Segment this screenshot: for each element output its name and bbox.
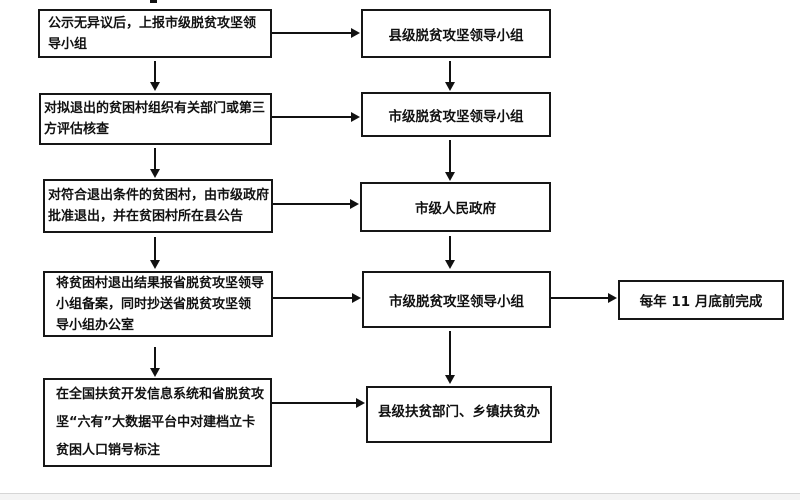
node-text-line: 市级脱贫攻坚领导小组 bbox=[388, 108, 524, 125]
down-arrow bbox=[150, 148, 160, 178]
down-arrow bbox=[150, 61, 160, 91]
node-left-3: 对符合退出条件的贫困村，由市级政府 批准退出，并在贫困村所在县公告 bbox=[43, 179, 273, 233]
right-arrow bbox=[272, 398, 365, 408]
node-right-3: 市级人民政府 bbox=[360, 182, 551, 232]
right-arrow bbox=[551, 293, 617, 303]
node-right-4: 市级脱贫攻坚领导小组 bbox=[362, 271, 551, 328]
node-right-1: 县级脱贫攻坚领导小组 bbox=[361, 9, 551, 58]
node-text-line: 对拟退出的贫困村组织有关部门或第三 bbox=[44, 101, 266, 116]
node-text-line: 批准退出，并在贫困村所在县公告 bbox=[48, 209, 244, 224]
node-text-line: 在全国扶贫开发信息系统和省脱贫攻 bbox=[56, 386, 265, 402]
node-left-1: 公示无异议后，上报市级脱贫攻坚领 导小组 bbox=[38, 9, 272, 58]
down-arrow bbox=[445, 236, 455, 269]
node-text-line: 县级脱贫攻坚领导小组 bbox=[388, 27, 524, 44]
right-arrow bbox=[272, 112, 360, 122]
node-left-5: 在全国扶贫开发信息系统和省脱贫攻 坚“六有”大数据平台中对建档立卡 贫困人口销号… bbox=[43, 378, 272, 467]
node-text-line: 导小组办公室 bbox=[56, 317, 135, 333]
down-arrow bbox=[445, 61, 455, 91]
down-arrow bbox=[150, 237, 160, 269]
node-text-line: 对符合退出条件的贫困村，由市级政府 bbox=[48, 188, 270, 203]
right-arrow bbox=[273, 293, 361, 303]
node-text-line: 将贫困村退出结果报省脱贫攻坚领导 bbox=[56, 275, 265, 291]
node-right-2: 市级脱贫攻坚领导小组 bbox=[361, 92, 551, 137]
down-arrow bbox=[445, 140, 455, 181]
bottom-edge-line bbox=[0, 493, 800, 494]
node-text-line: 方评估核查 bbox=[44, 122, 110, 137]
node-left-2: 对拟退出的贫困村组织有关部门或第三 方评估核查 bbox=[39, 93, 272, 145]
node-text-line: 坚“六有”大数据平台中对建档立卡 bbox=[56, 414, 256, 430]
node-left-4: 将贫困村退出结果报省脱贫攻坚领导 小组备案，同时抄送省脱贫攻坚领 导小组办公室 bbox=[43, 271, 273, 337]
bottom-edge-strip bbox=[0, 494, 800, 500]
node-text-line: 市级脱贫攻坚领导小组 bbox=[389, 293, 524, 310]
down-arrow bbox=[150, 347, 160, 377]
down-arrow bbox=[445, 331, 455, 384]
node-deadline-note: 每年 11 月底前完成 bbox=[618, 280, 784, 320]
node-text-line: 县级扶贫部门、乡镇扶贫办 bbox=[378, 403, 540, 420]
node-text-line: 市级人民政府 bbox=[415, 201, 496, 217]
right-arrow bbox=[273, 199, 359, 209]
node-text-line: 贫困人口销号标注 bbox=[56, 442, 161, 458]
node-text-line: 小组备案，同时抄送省脱贫攻坚领 bbox=[56, 296, 252, 312]
node-text-line: 导小组 bbox=[48, 36, 88, 52]
right-arrow bbox=[272, 28, 360, 38]
node-right-5: 县级扶贫部门、乡镇扶贫办 bbox=[366, 386, 552, 443]
node-text-line: 每年 11 月底前完成 bbox=[639, 294, 763, 310]
top-connector-stub bbox=[150, 0, 157, 3]
node-text-line: 公示无异议后，上报市级脱贫攻坚领 bbox=[48, 15, 257, 31]
